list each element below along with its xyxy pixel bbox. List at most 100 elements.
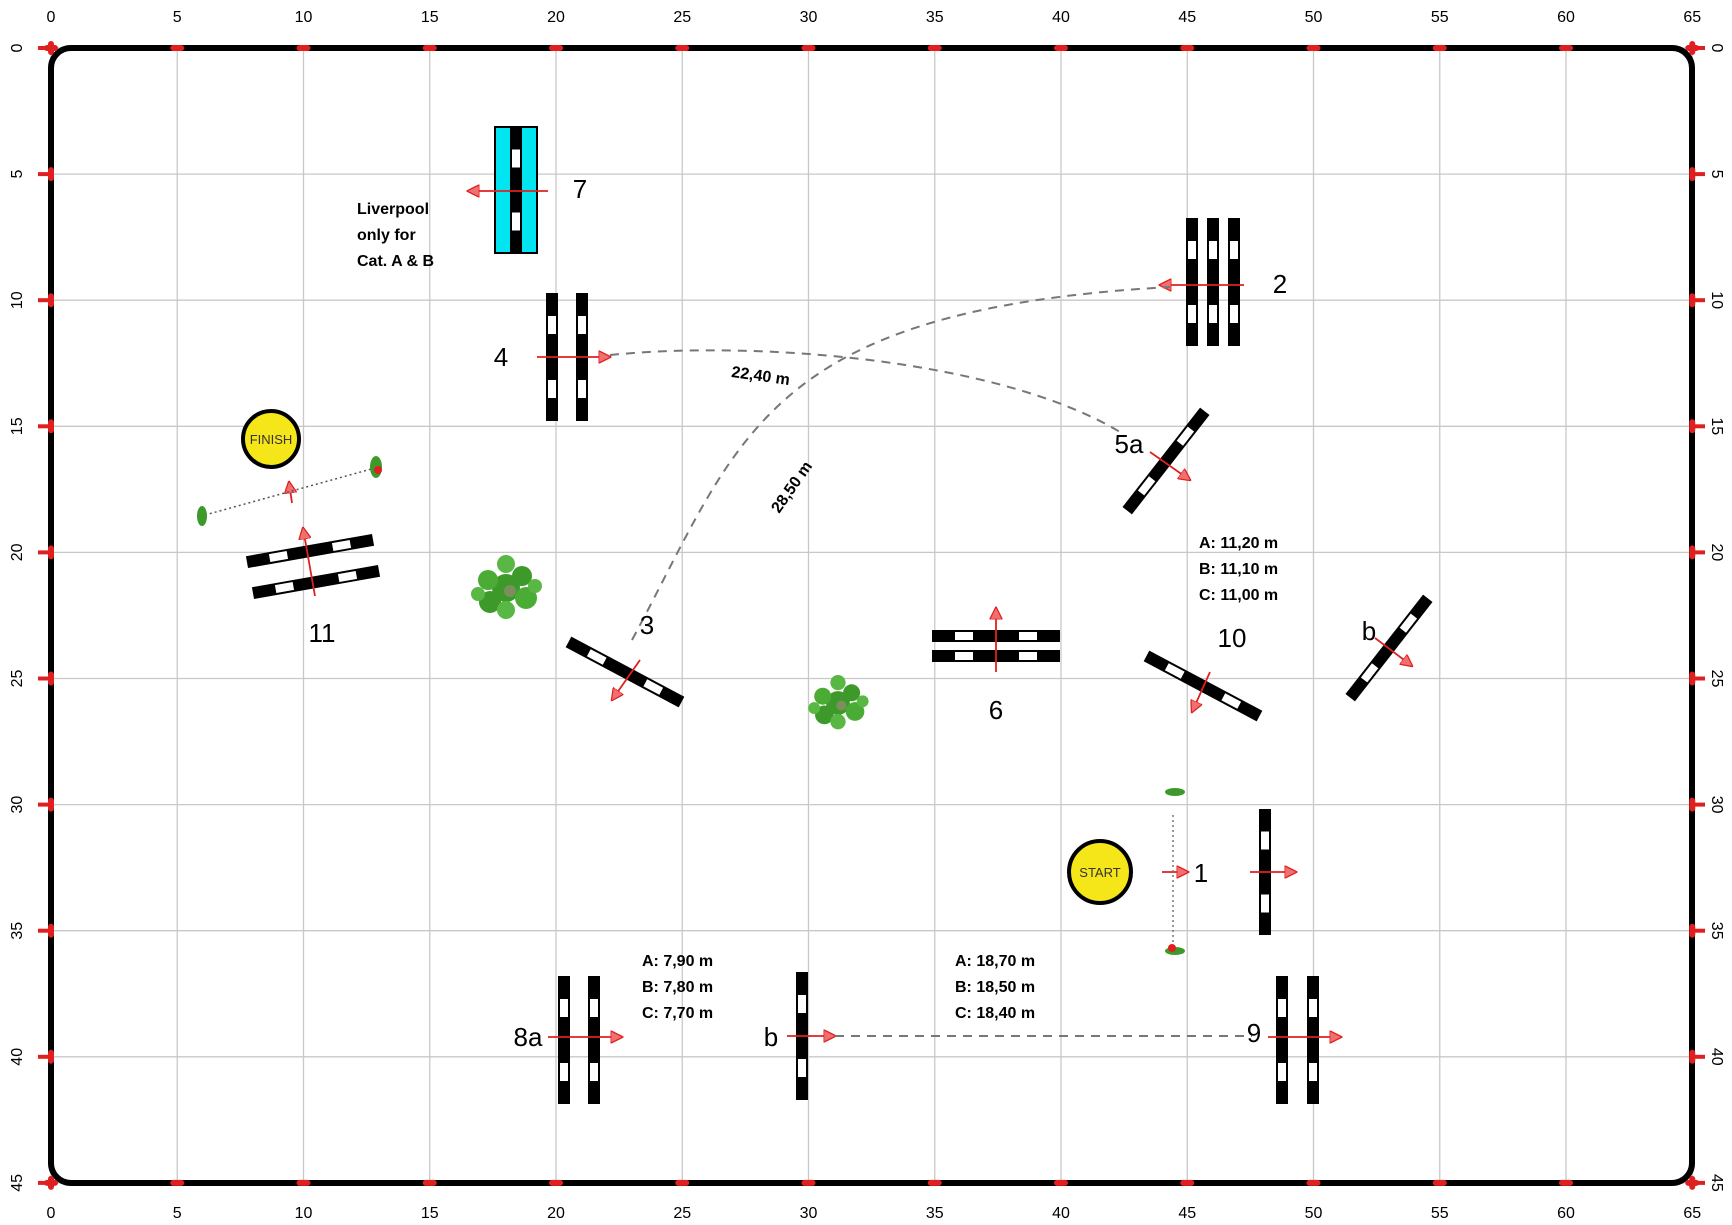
x-tick-label-bottom: 35 [926,1205,944,1222]
note-combo-8: A: 7,90 m B: 7,80 m C: 7,70 m [642,953,713,1022]
obstacle-label-11: 11 [309,618,336,648]
rail-block [1188,305,1196,323]
rail-bar [1307,976,1319,1104]
flag-icon [197,506,207,526]
rail-block [274,582,295,594]
rail-bar [588,976,600,1104]
x-tick-label-bottom: 55 [1431,1205,1449,1222]
arrow-11 [303,528,316,597]
arrow-finish [289,482,292,504]
rail-block [590,999,598,1017]
y-tick-label-left: 15 [9,417,26,435]
rail-block [512,212,520,231]
x-tick-label-top: 45 [1178,9,1196,26]
note-liverpool: Liverpool only for Cat. A & B [357,201,434,270]
note-combo-5: A: 11,20 m B: 11,10 m C: 11,00 m [1199,535,1278,604]
note-line: B: 7,80 m [642,979,713,996]
y-tick-label-left: 35 [9,922,26,940]
obstacle-11-rail [245,533,375,569]
rail-block [586,649,607,665]
obstacle-label-10: 10 [1218,623,1247,653]
y-tick-label-left: 40 [9,1048,26,1066]
note-line: A: 7,90 m [642,953,713,970]
rail-bar [558,976,570,1104]
finish-label: FINISH [250,432,293,447]
x-tick-label-top: 60 [1557,9,1575,26]
obstacle-label-5a: 5a [1115,429,1144,459]
rail-block [1164,663,1185,679]
y-tick-label-left: 25 [9,670,26,688]
rail-bar [251,564,381,600]
obstacle-2-rail [1207,218,1219,346]
x-tick-label-bottom: 45 [1178,1205,1196,1222]
x-tick-label-bottom: 60 [1557,1205,1575,1222]
rail-block [1209,241,1217,259]
finish-badge: FINISH [241,409,301,469]
y-tick-label-right: 20 [1708,544,1725,562]
rail-block [1230,305,1238,323]
rail-block [1188,241,1196,259]
rail-bar [510,127,522,253]
obstacle-8a-rail [558,976,570,1104]
y-tick-label-left: 45 [9,1174,26,1192]
x-tick-label-bottom: 65 [1683,1205,1701,1222]
x-tick-label-bottom: 40 [1052,1205,1070,1222]
axis-ticks: 0055101015152020252530303535404045455050… [9,9,1725,1222]
x-tick-label-bottom: 10 [295,1205,313,1222]
x-tick-label-top: 30 [800,9,818,26]
rail-block [955,652,973,660]
obstacle-9-rail [1307,976,1319,1104]
rail-block [337,570,358,582]
rail-block [1221,693,1242,709]
obstacle-label-8a: 8a [514,1022,543,1052]
y-tick-label-left: 0 [9,43,26,52]
path-3-to-2 [631,286,1171,641]
rail-block [560,999,568,1017]
x-tick-label-top: 55 [1431,9,1449,26]
rail-block [331,539,352,551]
rail-block [1019,632,1037,640]
rail-block [1309,1063,1317,1081]
note-line: B: 11,10 m [1199,561,1278,578]
rail-block [798,1059,806,1077]
bush-icon [808,674,869,730]
y-tick-label-right: 0 [1708,44,1725,53]
note-line: C: 18,40 m [955,1005,1035,1022]
note-line: only for [357,227,416,244]
x-tick-label-bottom: 5 [173,1205,182,1222]
x-tick-label-top: 0 [47,9,56,26]
path-4-to-5a [609,349,1121,433]
x-tick-label-top: 50 [1305,9,1323,26]
rail-block [590,1063,598,1081]
grid-lines [50,47,1693,1184]
arena-border [48,45,1695,1186]
obstacle-2-rail [1186,218,1198,346]
arrow-5b [1374,637,1412,666]
rail-block [1137,476,1156,496]
note-line: C: 7,70 m [642,1005,713,1022]
y-tick-label-right: 15 [1708,417,1725,435]
x-tick-label-top: 5 [173,9,182,26]
rail-block [1230,241,1238,259]
rail-block [798,995,806,1013]
rail-bar [1228,218,1240,346]
x-tick-label-bottom: 50 [1305,1205,1323,1222]
obstacle-label-7: 7 [573,174,587,204]
y-tick-label-right: 35 [1708,922,1725,940]
bush-icon [471,555,542,619]
finish-line [204,467,376,516]
rail-block [1209,305,1217,323]
y-tick-label-left: 20 [9,543,26,561]
obstacle-label-6: 6 [989,695,1003,725]
rail-block [1261,894,1269,913]
obstacle-label-5b: b [1362,616,1376,646]
x-tick-label-top: 35 [926,9,944,26]
obstacles-layer [245,126,1433,1104]
arrow-10 [1192,671,1211,712]
rail-block [548,316,556,334]
obstacle-9-rail [1276,976,1288,1104]
rail-block [548,380,556,398]
rail-block [1360,663,1379,683]
rail-block [643,679,664,695]
